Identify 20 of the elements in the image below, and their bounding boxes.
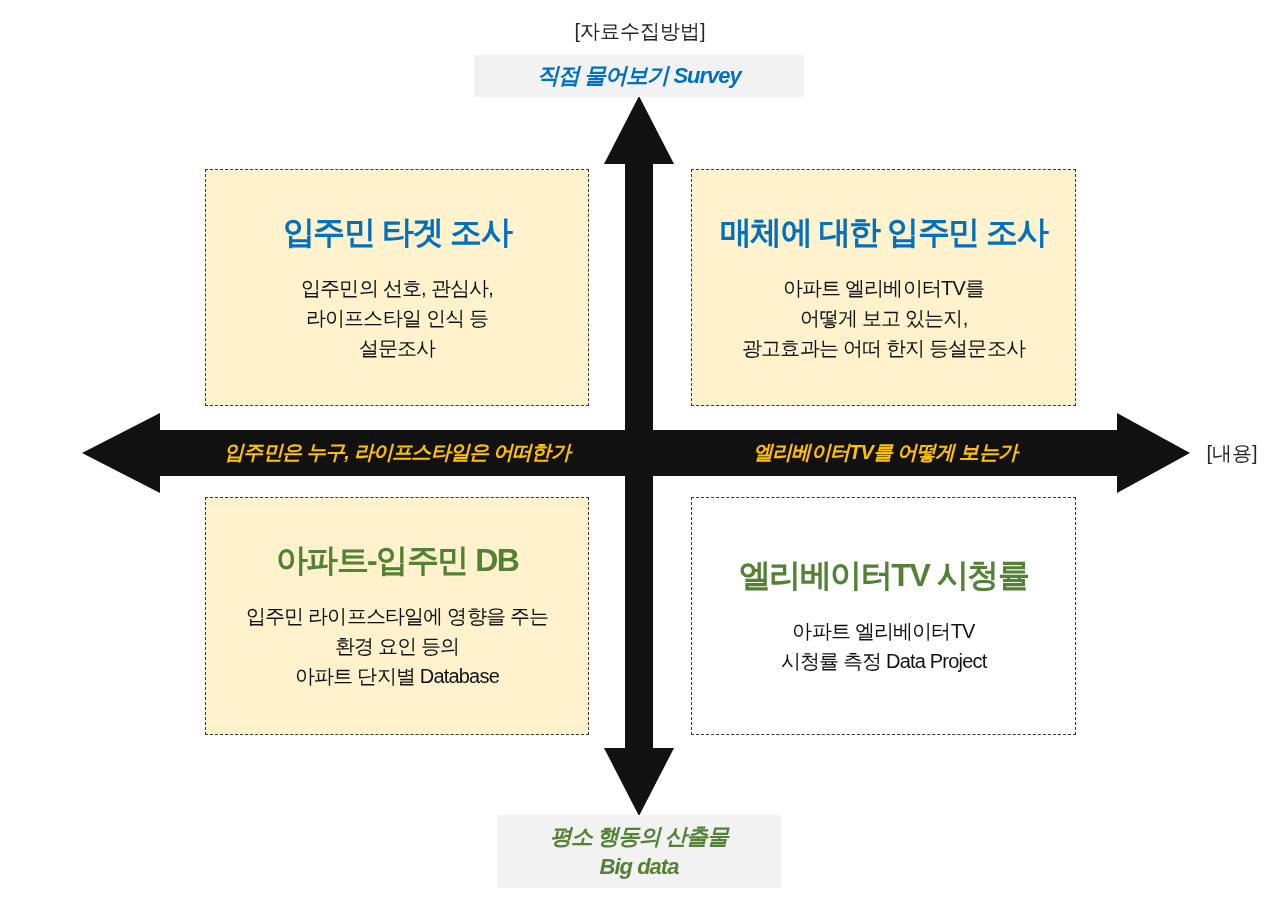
axis-title: [내용]	[1206, 441, 1258, 466]
double-headed-arrow	[604, 96, 674, 816]
label-band	[497, 815, 781, 888]
box-heading: 엘리베이터TV 시청률	[738, 556, 1029, 594]
band-text: 직접 물어보기 Survey	[537, 62, 741, 90]
quadrant-box	[205, 169, 589, 406]
box-text: 아파트 엘리베이터TV를 어떻게 보고 있는지, 광고효과는 어떠 한지 등설문조사	[741, 275, 1026, 361]
quadrant-box	[691, 169, 1076, 406]
quadrant-box	[205, 497, 589, 735]
box-text: 입주민 라이프스타일에 영향을 주는 환경 요인 등의 아파트 단지별 Database	[245, 604, 549, 689]
label-band	[474, 55, 804, 97]
band-text: 평소 행동의 산출물 Big data	[549, 822, 729, 881]
box-heading: 입주민 타겟 조사	[282, 212, 512, 251]
box-text: 입주민의 선호, 관심사, 라이프스타일 인식 등 설문조사	[301, 275, 493, 361]
box-heading: 매체에 대한 입주민 조사	[719, 212, 1048, 251]
quadrant-box	[691, 497, 1076, 735]
axis-label: 입주민은 누구, 라이프스타일은 어떠한가	[224, 440, 570, 465]
box-heading: 아파트-입주민 DB	[275, 541, 519, 579]
box-text: 아파트 엘리베이터TV 시청률 측정 Data Project	[780, 619, 987, 674]
axis-title: [자료수집방법]	[574, 19, 706, 44]
